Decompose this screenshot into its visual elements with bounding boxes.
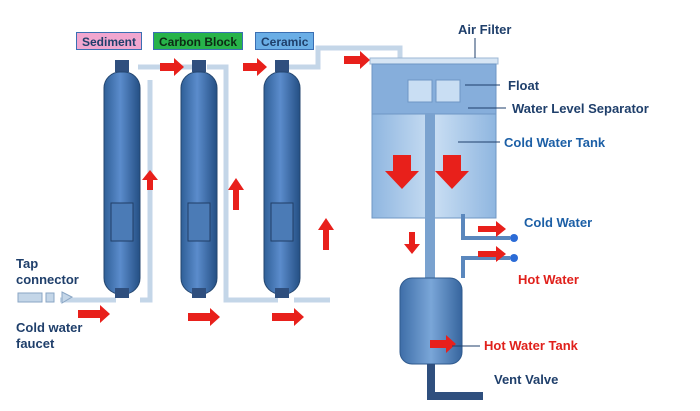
label-float: Float (508, 78, 540, 93)
tap-connector (17, 291, 74, 304)
cold-water-tank (369, 57, 499, 298)
cold-water-outlet (510, 234, 518, 242)
hot-water-outlet (510, 254, 518, 262)
label-cold-water-faucet: Cold water faucet (16, 320, 83, 351)
label-vent-valve: Vent Valve (494, 372, 559, 387)
outlet-pipes (461, 214, 510, 278)
label-cold-water-tank: Cold Water Tank (504, 135, 606, 150)
stage-tag-ceramic: Ceramic (255, 32, 315, 50)
stage-tag-sediment: Sediment (76, 32, 143, 50)
leader-lines (452, 38, 506, 347)
label-tap-connector: Tap connector (16, 256, 79, 287)
filter-ceramic (263, 60, 301, 298)
label-hot-water: Hot Water (518, 272, 579, 287)
label-water-level-separator: Water Level Separator (512, 101, 649, 116)
label-hot-water-tank: Hot Water Tank (484, 338, 578, 353)
filter-carbon-block (180, 60, 218, 298)
pipe-network (60, 45, 403, 303)
stage-tag-carbon-block: Carbon Block (153, 32, 244, 50)
label-cold-water: Cold Water (524, 215, 593, 230)
label-air-filter: Air Filter (458, 22, 512, 37)
flow-arrows (78, 51, 506, 353)
hot-water-tank (399, 277, 483, 400)
filter-sediment (103, 60, 141, 298)
